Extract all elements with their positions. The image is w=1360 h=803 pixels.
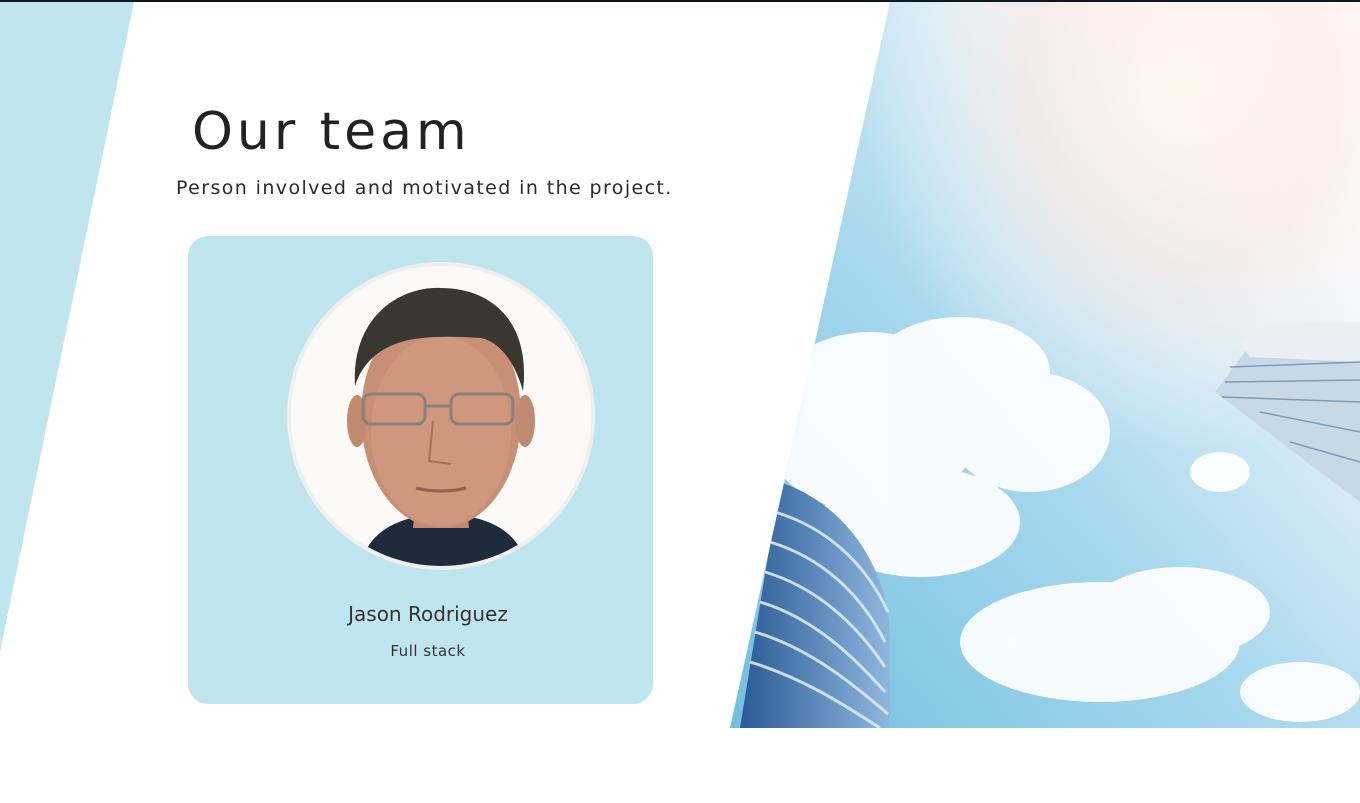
page-title: Our team	[192, 102, 471, 162]
member-photo	[291, 266, 591, 566]
decorative-stripe	[0, 2, 134, 652]
sky-buildings-image	[730, 2, 1360, 728]
avatar-frame	[287, 262, 595, 570]
avatar	[291, 266, 591, 566]
member-role: Full stack	[390, 642, 466, 660]
team-member-card: Jason Rodriguez Full stack	[188, 236, 653, 704]
member-name: Jason Rodriguez	[348, 602, 508, 626]
page-subtitle: Person involved and motivated in the pro…	[176, 177, 673, 199]
top-border	[0, 0, 1360, 2]
